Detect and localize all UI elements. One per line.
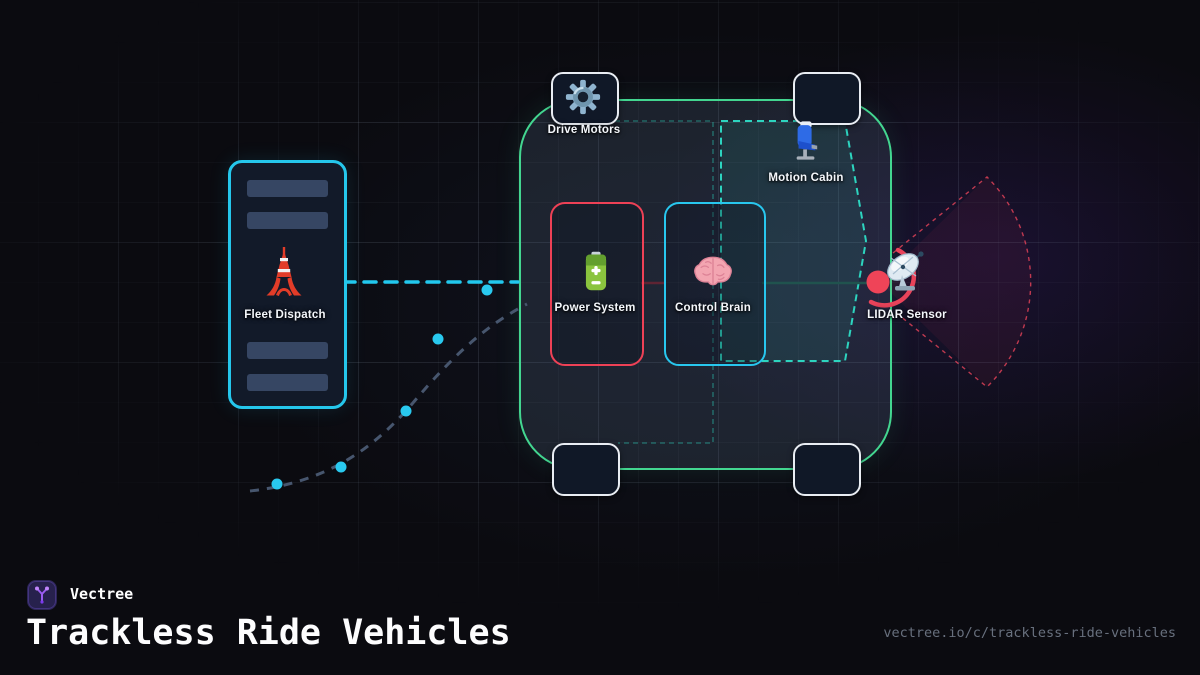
footer-url: vectree.io/c/trackless-ride-vehicles	[883, 625, 1176, 641]
drive-motors-label: Drive Motors	[547, 124, 621, 136]
gear-icon	[564, 78, 602, 116]
battery-icon	[585, 251, 607, 291]
tower-icon	[262, 247, 306, 297]
dispatch-row-bar	[247, 212, 328, 229]
dispatch-row-bar	[247, 180, 328, 197]
brand-name: Vectree	[70, 585, 134, 603]
wheel-rear-right	[793, 443, 861, 496]
wheel-front-right	[793, 72, 861, 125]
power-system-label: Power System	[554, 302, 636, 314]
footer: Vectree Trackless Ride Vehicles vectree.…	[0, 560, 1200, 675]
seat-icon	[792, 121, 820, 161]
fleet-dispatch-label: Fleet Dispatch	[244, 309, 326, 321]
motion-cabin-label: Motion Cabin	[768, 172, 844, 184]
lidar-sensor-label: LIDAR Sensor	[867, 309, 947, 321]
control-brain-label: Control Brain	[674, 302, 752, 314]
vectree-logo-icon	[27, 580, 57, 610]
dispatch-row-bar	[247, 342, 328, 359]
wheel-rear-left	[552, 443, 620, 496]
brain-icon	[692, 256, 734, 287]
page-title: Trackless Ride Vehicles	[26, 613, 511, 653]
dispatch-row-bar	[247, 374, 328, 391]
satellite-dish-icon	[883, 249, 929, 295]
